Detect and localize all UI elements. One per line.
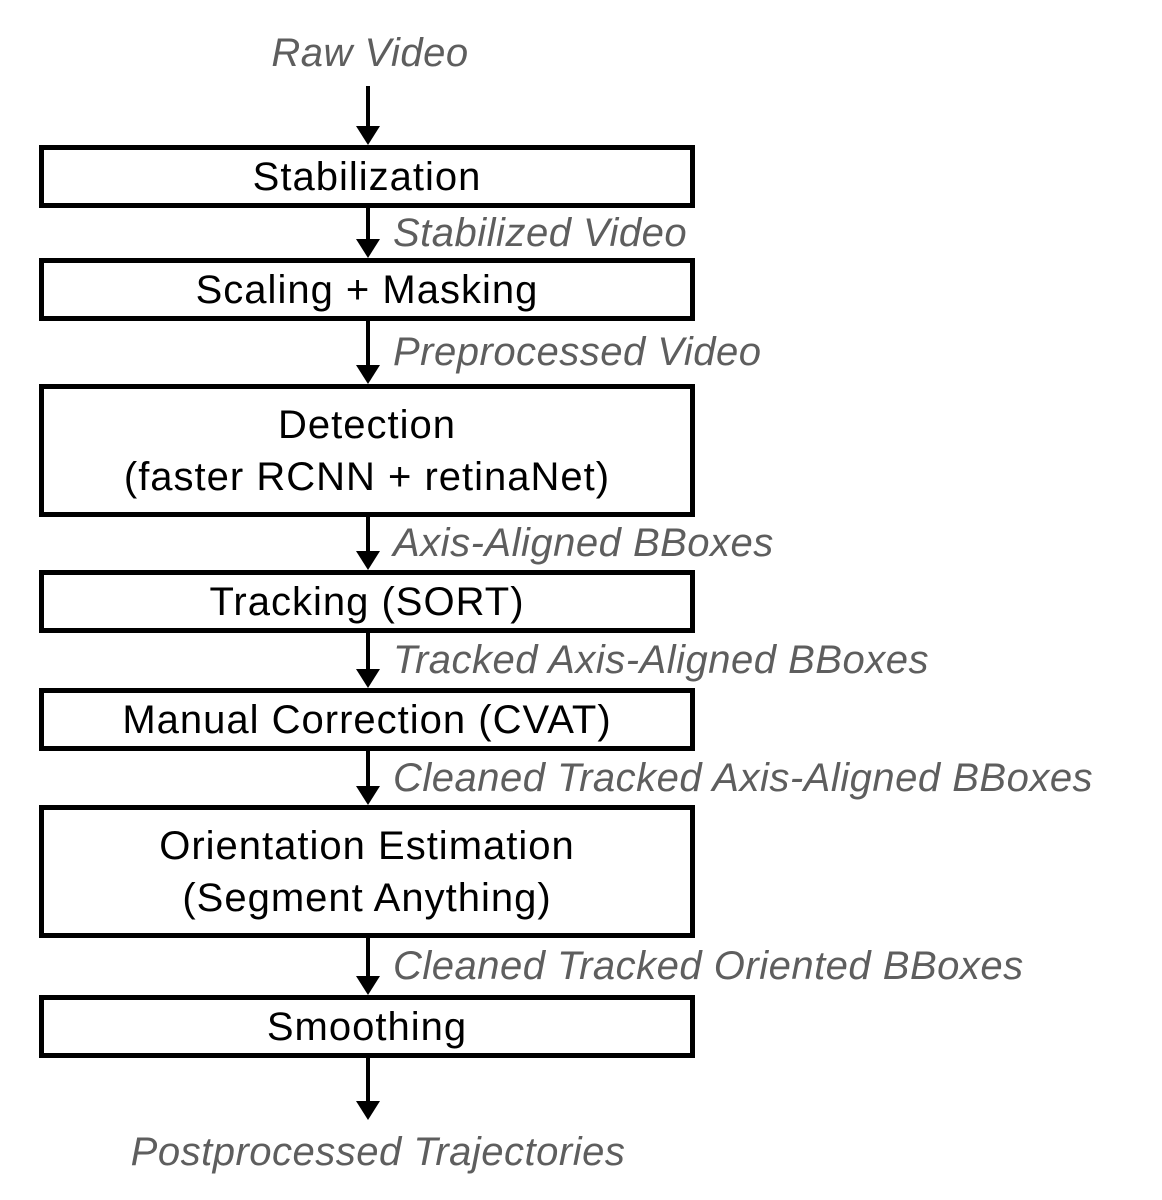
- arrow-stabilization-to-scaling: Stabilized Video: [0, 208, 1162, 258]
- stage-box: Smoothing: [39, 995, 695, 1058]
- arrow-shaft: [366, 517, 370, 558]
- stage-box: Scaling + Masking: [39, 258, 695, 321]
- arrow-head-icon: [356, 669, 380, 688]
- arrow-shaft: [366, 1058, 370, 1108]
- arrow-orientation-to-smoothing: Cleaned Tracked Oriented BBoxes: [0, 938, 1162, 995]
- stage-box: Detection (faster RCNN + retinaNet): [39, 384, 695, 517]
- stage-label: Scaling + Masking: [195, 267, 539, 312]
- arrow-head-icon: [356, 1101, 380, 1120]
- edge-label-axis-aligned-bboxes: Axis-Aligned BBoxes: [393, 521, 774, 565]
- arrow-shaft: [366, 208, 370, 246]
- stage-label: Tracking (SORT): [209, 579, 525, 624]
- arrow-shaft: [366, 751, 370, 793]
- arrow-detection-to-tracking: Axis-Aligned BBoxes: [0, 517, 1162, 570]
- stage-box: Manual Correction (CVAT): [39, 688, 695, 751]
- edge-label-tracked-axis-aligned-bboxes: Tracked Axis-Aligned BBoxes: [393, 638, 929, 682]
- arrow-head-icon: [356, 126, 380, 145]
- arrow-head-icon: [356, 786, 380, 805]
- stage-box-stabilization: Stabilization: [0, 145, 1162, 208]
- stage-label: Stabilization: [252, 154, 482, 199]
- flow-input-label: Raw Video: [271, 31, 469, 75]
- stage-box-manual-correction: Manual Correction (CVAT): [0, 688, 1162, 751]
- input-label-row: Raw Video: [0, 0, 1162, 80]
- arrow-tracking-to-correction: Tracked Axis-Aligned BBoxes: [0, 633, 1162, 688]
- arrow-shaft: [366, 633, 370, 676]
- edge-label-stabilized-video: Stabilized Video: [393, 210, 688, 255]
- flow-output-label: Postprocessed Trajectories: [130, 1130, 626, 1174]
- edge-label-cleaned-tracked-oriented-bboxes: Cleaned Tracked Oriented BBoxes: [393, 944, 1024, 988]
- arrow-raw-to-stabilization: [0, 80, 1162, 145]
- stage-box: Orientation Estimation (Segment Anything…: [39, 805, 695, 938]
- stage-label: Orientation Estimation (Segment Anything…: [159, 823, 575, 920]
- stage-box-tracking: Tracking (SORT): [0, 570, 1162, 633]
- arrow-head-icon: [356, 976, 380, 995]
- arrow-correction-to-orientation: Cleaned Tracked Axis-Aligned BBoxes: [0, 751, 1162, 805]
- stage-label: Detection (faster RCNN + retinaNet): [123, 402, 611, 499]
- stage-box: Tracking (SORT): [39, 570, 695, 633]
- edge-label-cleaned-tracked-axis-aligned-bboxes: Cleaned Tracked Axis-Aligned BBoxes: [393, 755, 1094, 800]
- arrow-shaft: [366, 86, 370, 133]
- arrow-head-icon: [356, 239, 380, 258]
- stage-box-smoothing: Smoothing: [0, 995, 1162, 1058]
- arrow-head-icon: [356, 365, 380, 384]
- edge-label-preprocessed-video: Preprocessed Video: [393, 330, 762, 374]
- arrow-scaling-to-detection: Preprocessed Video: [0, 321, 1162, 384]
- stage-box-orientation-estimation: Orientation Estimation (Segment Anything…: [0, 805, 1162, 938]
- stage-label: Smoothing: [266, 1004, 468, 1049]
- arrow-shaft: [366, 321, 370, 372]
- arrow-head-icon: [356, 551, 380, 570]
- stage-label: Manual Correction (CVAT): [122, 697, 612, 742]
- arrow-shaft: [366, 938, 370, 983]
- stage-box-detection: Detection (faster RCNN + retinaNet): [0, 384, 1162, 517]
- arrow-smoothing-to-output: [0, 1058, 1162, 1120]
- output-label-row: Postprocessed Trajectories: [0, 1120, 1162, 1200]
- stage-box-scaling-masking: Scaling + Masking: [0, 258, 1162, 321]
- stage-box: Stabilization: [39, 145, 695, 208]
